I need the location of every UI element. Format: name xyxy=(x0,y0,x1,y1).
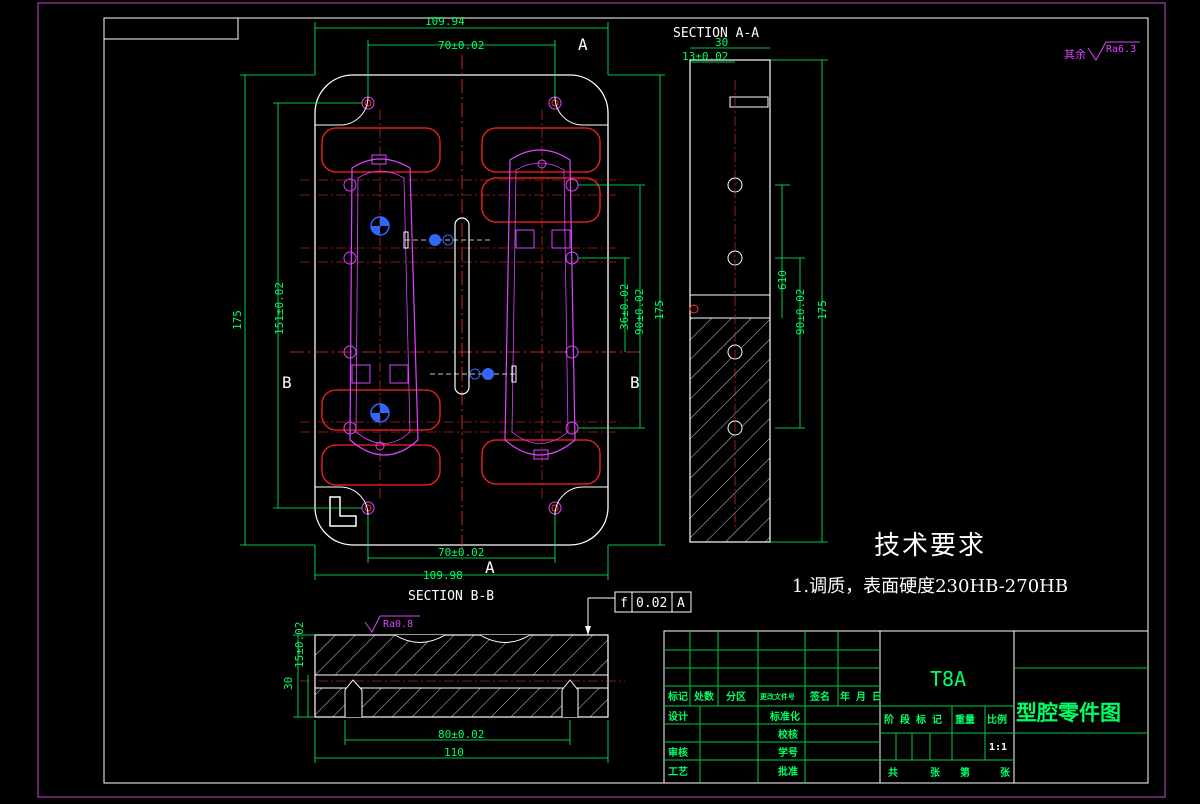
tb-scale-value: 1:1 xyxy=(989,742,1007,753)
surface-other-label: 其余 xyxy=(1064,47,1086,61)
datum-symbol-upper xyxy=(370,216,390,236)
dim-left-height: 175 xyxy=(231,310,244,330)
section-mark-a-bottom: A xyxy=(485,558,495,577)
section-mark-b-left: B xyxy=(282,373,292,392)
tb-fenqu: 分区 xyxy=(726,690,746,703)
section-aa-label: SECTION A-A xyxy=(673,26,759,41)
dim-top-width: 109.94 xyxy=(425,15,465,28)
dim-bb-80: 80±0.02 xyxy=(438,728,484,741)
datum-symbol-lower xyxy=(370,403,390,423)
dim-bottom-width: 109.98 xyxy=(423,569,463,582)
tolerance-symbol: f xyxy=(620,596,628,611)
surface-finish-other: 其余 Ra6.3 xyxy=(1064,41,1140,61)
sprue-slot xyxy=(454,217,470,395)
dim-right-175: 175 xyxy=(653,300,666,320)
section-bb-label: SECTION B-B xyxy=(408,589,494,604)
tb-di: 第 xyxy=(960,766,970,779)
technical-requirements: 技术要求 1.调质，表面硬度230HB-270HB xyxy=(740,525,1120,598)
inner-border xyxy=(103,17,1149,784)
gate-lower xyxy=(430,365,518,383)
top-left-corner-box xyxy=(103,17,239,40)
dim-top-center: 70±0.02 xyxy=(438,39,484,52)
plan-view: 109.94 70±0.02 70±0.02 109.98 175 151±0.… xyxy=(231,15,666,582)
section-bb-view: SECTION B-B Ra0.8 30 15±0.02 80±0.02 110 xyxy=(282,589,692,763)
dim-right-90: 90±0.02 xyxy=(633,289,646,335)
tb-nianyueri: 年 月 日 xyxy=(840,690,882,703)
tolerance-frame: f 0.02 A xyxy=(614,591,692,613)
dim-aa-top: 30 xyxy=(715,36,728,49)
dim-left-inner: 151±0.02 xyxy=(273,282,286,335)
tolerance-value: 0.02 xyxy=(636,596,667,611)
dim-aa-90: 90±0.02 xyxy=(794,289,807,335)
tb-gengai: 更改文件号 xyxy=(760,692,795,701)
tb-sheji: 设计 xyxy=(668,710,688,723)
tech-req-title: 技术要求 xyxy=(873,531,986,561)
dim-bb-15: 15±0.02 xyxy=(293,622,306,668)
section-mark-a-top: A xyxy=(578,35,588,54)
tb-zhang1: 张 xyxy=(930,766,941,779)
dim-aa-175: 175 xyxy=(816,300,829,320)
section-aa-view: SECTION A-A 30 13±0.02 xyxy=(673,26,829,543)
tb-gong: 共 xyxy=(888,766,898,779)
tb-biaozhunhua: 标准化 xyxy=(769,710,800,723)
section-bb-hatch-top xyxy=(315,635,608,675)
tolerance-datum: A xyxy=(677,596,685,611)
tb-xuehao: 学号 xyxy=(778,746,798,759)
tb-gongyi: 工艺 xyxy=(668,765,688,778)
surface-other-value: Ra6.3 xyxy=(1106,44,1136,55)
tb-bili: 比例 xyxy=(987,713,1007,726)
outer-border xyxy=(37,2,1166,798)
dim-bottom-center: 70±0.02 xyxy=(438,546,484,559)
title-block xyxy=(663,630,1149,784)
section-mark-b-right: B xyxy=(630,373,640,392)
tb-chushu: 处数 xyxy=(693,690,715,703)
dim-bb-30: 30 xyxy=(282,677,295,690)
drawing-name: 型腔零件图 xyxy=(1016,701,1121,725)
tb-zhongliang: 重量 xyxy=(955,713,975,726)
orientation-mark-L xyxy=(329,496,357,527)
tb-jiaoji: 校核 xyxy=(778,728,798,741)
plate-outline xyxy=(314,74,609,546)
dim-aa-13: 13±0.02 xyxy=(682,50,728,63)
dim-aa-610: 610 xyxy=(776,270,789,290)
dim-right-36: 36±0.02 xyxy=(618,284,631,330)
tb-pizhun: 批准 xyxy=(778,765,798,778)
cavity-right xyxy=(504,149,576,456)
gate-upper xyxy=(403,231,490,249)
tb-jieduan: 阶 段 标 记 xyxy=(884,713,942,726)
tb-zhang2: 张 xyxy=(1000,766,1011,779)
tb-biaoji: 标记 xyxy=(667,690,688,703)
dim-bb-110: 110 xyxy=(444,746,464,759)
surface-bb-value: Ra0.8 xyxy=(383,619,413,630)
tb-qianming: 签名 xyxy=(809,690,830,703)
tb-shenhe: 审核 xyxy=(668,746,688,759)
tech-req-item-1: 1.调质，表面硬度230HB-270HB xyxy=(791,576,1069,597)
material-label: T8A xyxy=(930,667,966,691)
